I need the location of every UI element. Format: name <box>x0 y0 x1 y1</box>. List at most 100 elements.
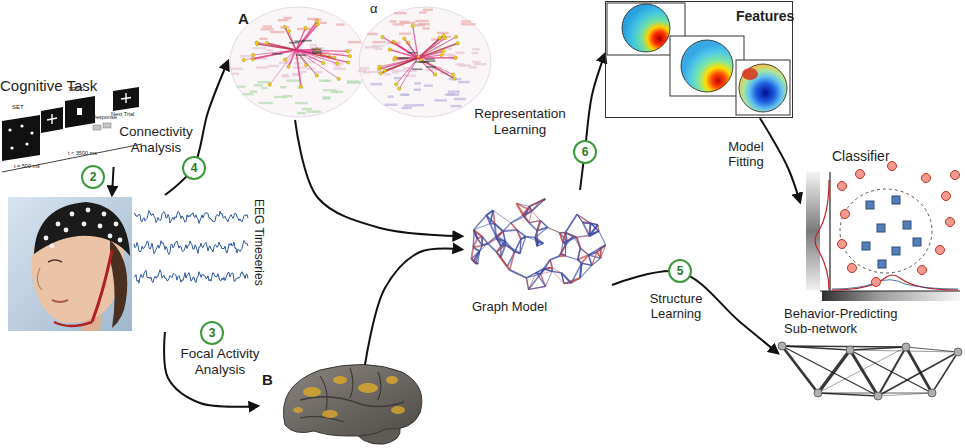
graph-edge <box>561 273 571 283</box>
graph-edge <box>497 252 501 258</box>
feature-maps <box>742 68 758 80</box>
region-mark <box>407 52 417 54</box>
region-mark <box>372 41 385 43</box>
classifier-plot <box>862 242 870 250</box>
region-mark <box>400 94 409 96</box>
graph-edge <box>580 248 588 255</box>
graph-edge <box>510 270 527 278</box>
graph-edge <box>526 237 538 241</box>
graph-edge <box>565 214 577 232</box>
region-mark <box>312 51 322 53</box>
classifier-plot <box>877 224 885 232</box>
subnetwork-edge <box>906 347 932 393</box>
subnetwork-edge <box>782 346 818 393</box>
region-mark <box>451 105 462 107</box>
region-mark <box>404 74 416 76</box>
region-mark <box>311 48 321 50</box>
graph-edge <box>493 210 511 222</box>
connectivity-line <box>381 58 418 73</box>
callout-number: 3 <box>200 321 224 345</box>
graph-edge <box>580 263 582 278</box>
region-mark <box>334 91 343 93</box>
connectivity-line <box>418 58 453 75</box>
classifier-plot <box>866 201 874 209</box>
eeg-photo <box>92 250 112 322</box>
graph-edge <box>546 271 553 286</box>
graph-edge <box>565 233 567 242</box>
connectivity-line <box>285 27 296 50</box>
classifier-plot <box>832 280 958 289</box>
feature-maps <box>670 36 744 96</box>
connectivity-line <box>390 50 418 58</box>
connectivity-line <box>418 37 456 58</box>
region-mark <box>286 79 300 81</box>
region-mark <box>422 27 429 29</box>
eeg-photo <box>52 300 68 302</box>
task-screenshot <box>20 124 23 127</box>
flow-arrow <box>295 120 462 236</box>
connectivity-line <box>418 38 445 58</box>
region-node <box>283 25 286 28</box>
connectivity-brain <box>359 7 491 117</box>
region-node <box>381 35 384 38</box>
region-mark <box>437 32 449 34</box>
region-mark <box>423 9 433 11</box>
graph-edge <box>521 237 526 240</box>
region-mark <box>400 22 415 24</box>
graph-edge <box>501 258 510 270</box>
classifier-plot <box>942 192 951 201</box>
graph-edge <box>578 248 581 260</box>
flow-arrow <box>580 54 605 190</box>
region-mark <box>336 23 344 25</box>
connectivity-brain <box>230 7 366 117</box>
task-screenshot <box>77 108 82 115</box>
region-node <box>287 65 290 68</box>
graph-edge <box>537 244 543 247</box>
graph-edge <box>488 244 497 252</box>
region-mark <box>262 25 272 27</box>
graph-edge <box>510 252 515 270</box>
eeg-photo <box>48 260 62 262</box>
focal-brain <box>391 406 405 414</box>
graph-edge <box>535 237 537 246</box>
eeg-photo <box>108 234 113 239</box>
focal-brain <box>320 376 327 410</box>
region-mark <box>388 95 394 97</box>
node-subtitle: α <box>370 2 392 17</box>
region-node <box>453 77 456 80</box>
region-node <box>378 65 381 68</box>
region-mark <box>418 23 430 25</box>
focal-brain <box>386 376 398 384</box>
region-node <box>315 20 318 23</box>
eeg-photo <box>70 212 75 217</box>
graph-edge <box>471 259 478 264</box>
graph-edge <box>529 200 544 207</box>
graph-edge <box>490 224 496 237</box>
flow-arrow <box>612 271 778 353</box>
node-title: Features <box>736 8 792 24</box>
graph-edge <box>477 239 482 246</box>
graph-edge <box>577 214 591 223</box>
classifier-panel: Classifier <box>800 148 962 303</box>
graph-edge <box>497 246 501 252</box>
region-mark <box>296 54 306 56</box>
graph-edge <box>535 237 537 246</box>
region-node <box>394 83 397 86</box>
region-mark <box>399 33 411 35</box>
focal-brain <box>283 364 421 444</box>
connectivity-panel: Aα <box>228 2 493 120</box>
region-mark <box>278 19 289 21</box>
region-mark <box>414 89 421 91</box>
classifier-plot <box>856 170 865 179</box>
classifier-plot <box>840 189 932 273</box>
region-node <box>379 72 382 75</box>
region-mark <box>253 47 267 49</box>
graph-edge <box>582 263 592 265</box>
graph-edge <box>582 263 592 265</box>
region-mark <box>258 81 271 83</box>
region-mark <box>283 17 292 19</box>
region-node <box>304 26 307 29</box>
graph-edge <box>510 270 527 278</box>
graph-edge <box>473 231 474 247</box>
